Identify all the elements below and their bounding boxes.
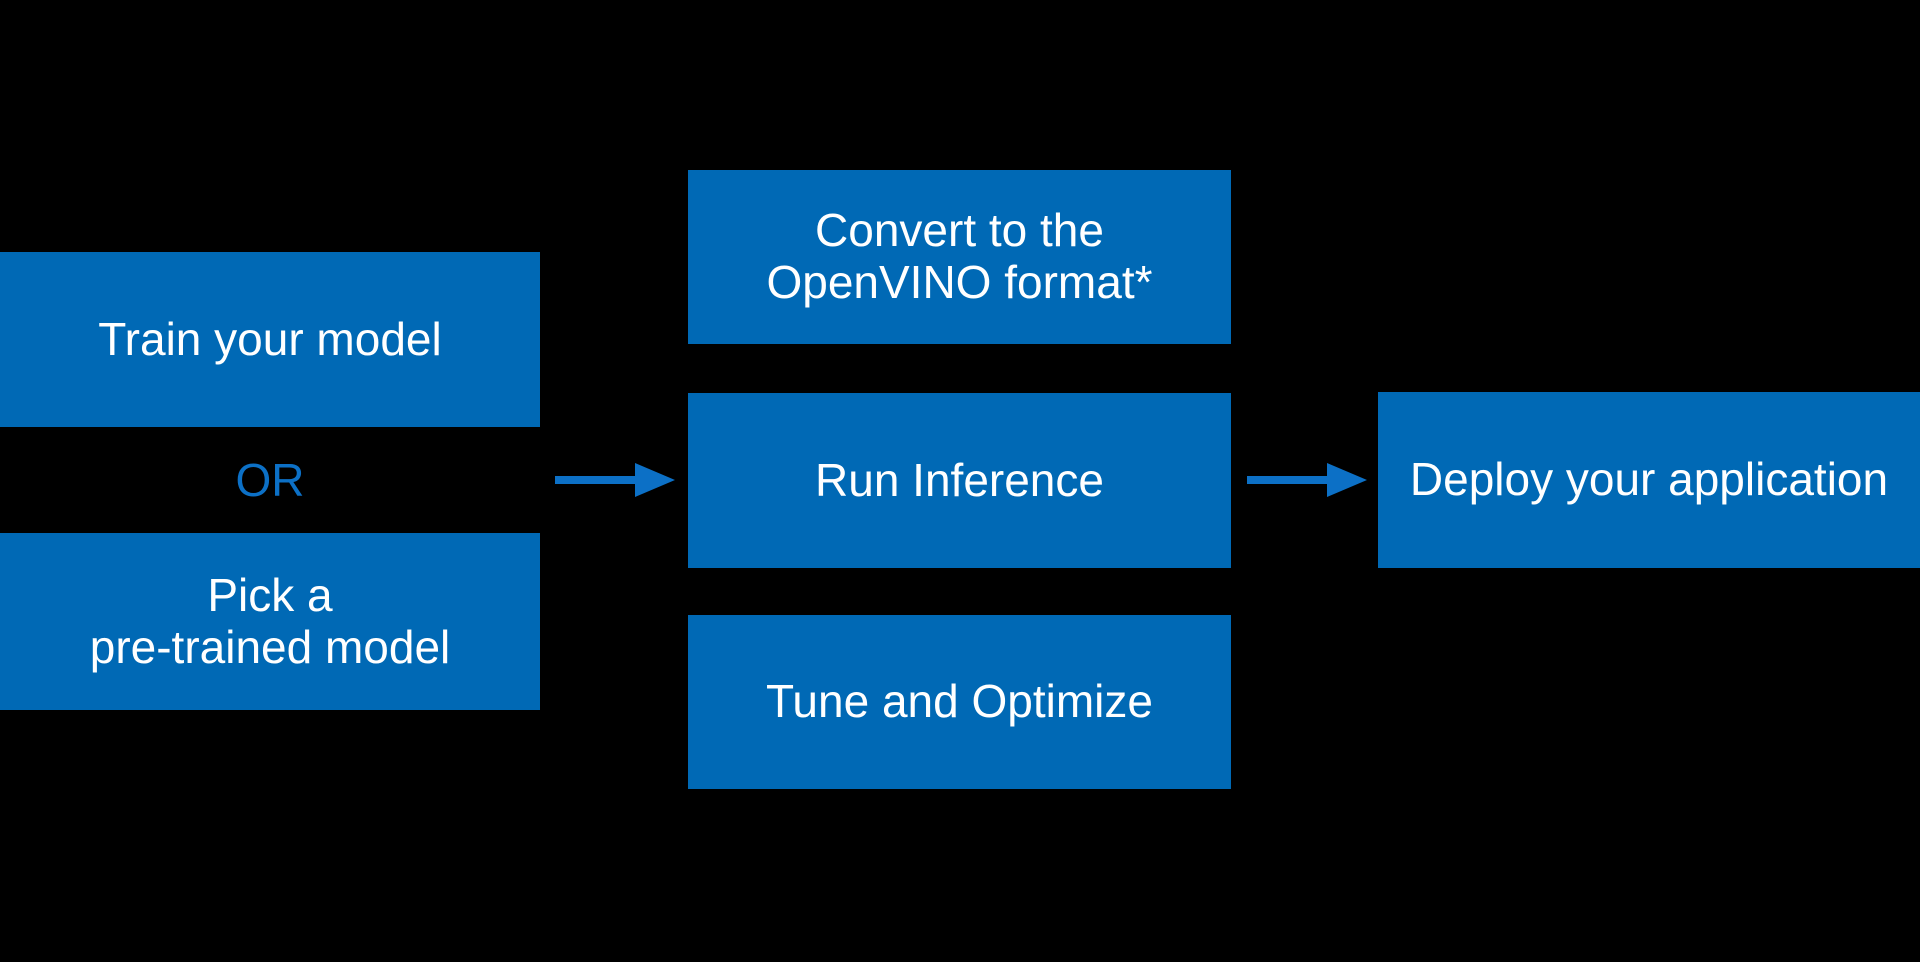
deploy-application-label: Deploy your application bbox=[1409, 453, 1889, 506]
pick-pretrained-label-line2: pre-trained model bbox=[89, 620, 451, 673]
train-model-label: Train your model bbox=[98, 312, 442, 365]
right-arrow-icon bbox=[1247, 463, 1367, 497]
run-inference-label: Run Inference bbox=[815, 453, 1104, 506]
right-arrow-icon bbox=[555, 463, 675, 497]
pick-pretrained-label-line1: Pick a bbox=[207, 568, 333, 621]
deploy-application-box: Deploy your application bbox=[1378, 392, 1920, 568]
convert-openvino-box: Convert to the OpenVINO format* bbox=[688, 170, 1231, 344]
convert-openvino-label-line2: OpenVINO format* bbox=[766, 256, 1153, 308]
train-model-box: Train your model bbox=[0, 252, 540, 427]
convert-openvino-label-line1: Convert to the bbox=[815, 204, 1104, 257]
pick-pretrained-model-box: Pick a pre-trained model bbox=[0, 533, 540, 710]
tune-optimize-box: Tune and Optimize bbox=[688, 615, 1231, 789]
or-label: OR bbox=[0, 454, 540, 506]
tune-optimize-label: Tune and Optimize bbox=[766, 675, 1153, 728]
run-inference-box: Run Inference bbox=[688, 393, 1231, 568]
or-text: OR bbox=[235, 454, 305, 506]
